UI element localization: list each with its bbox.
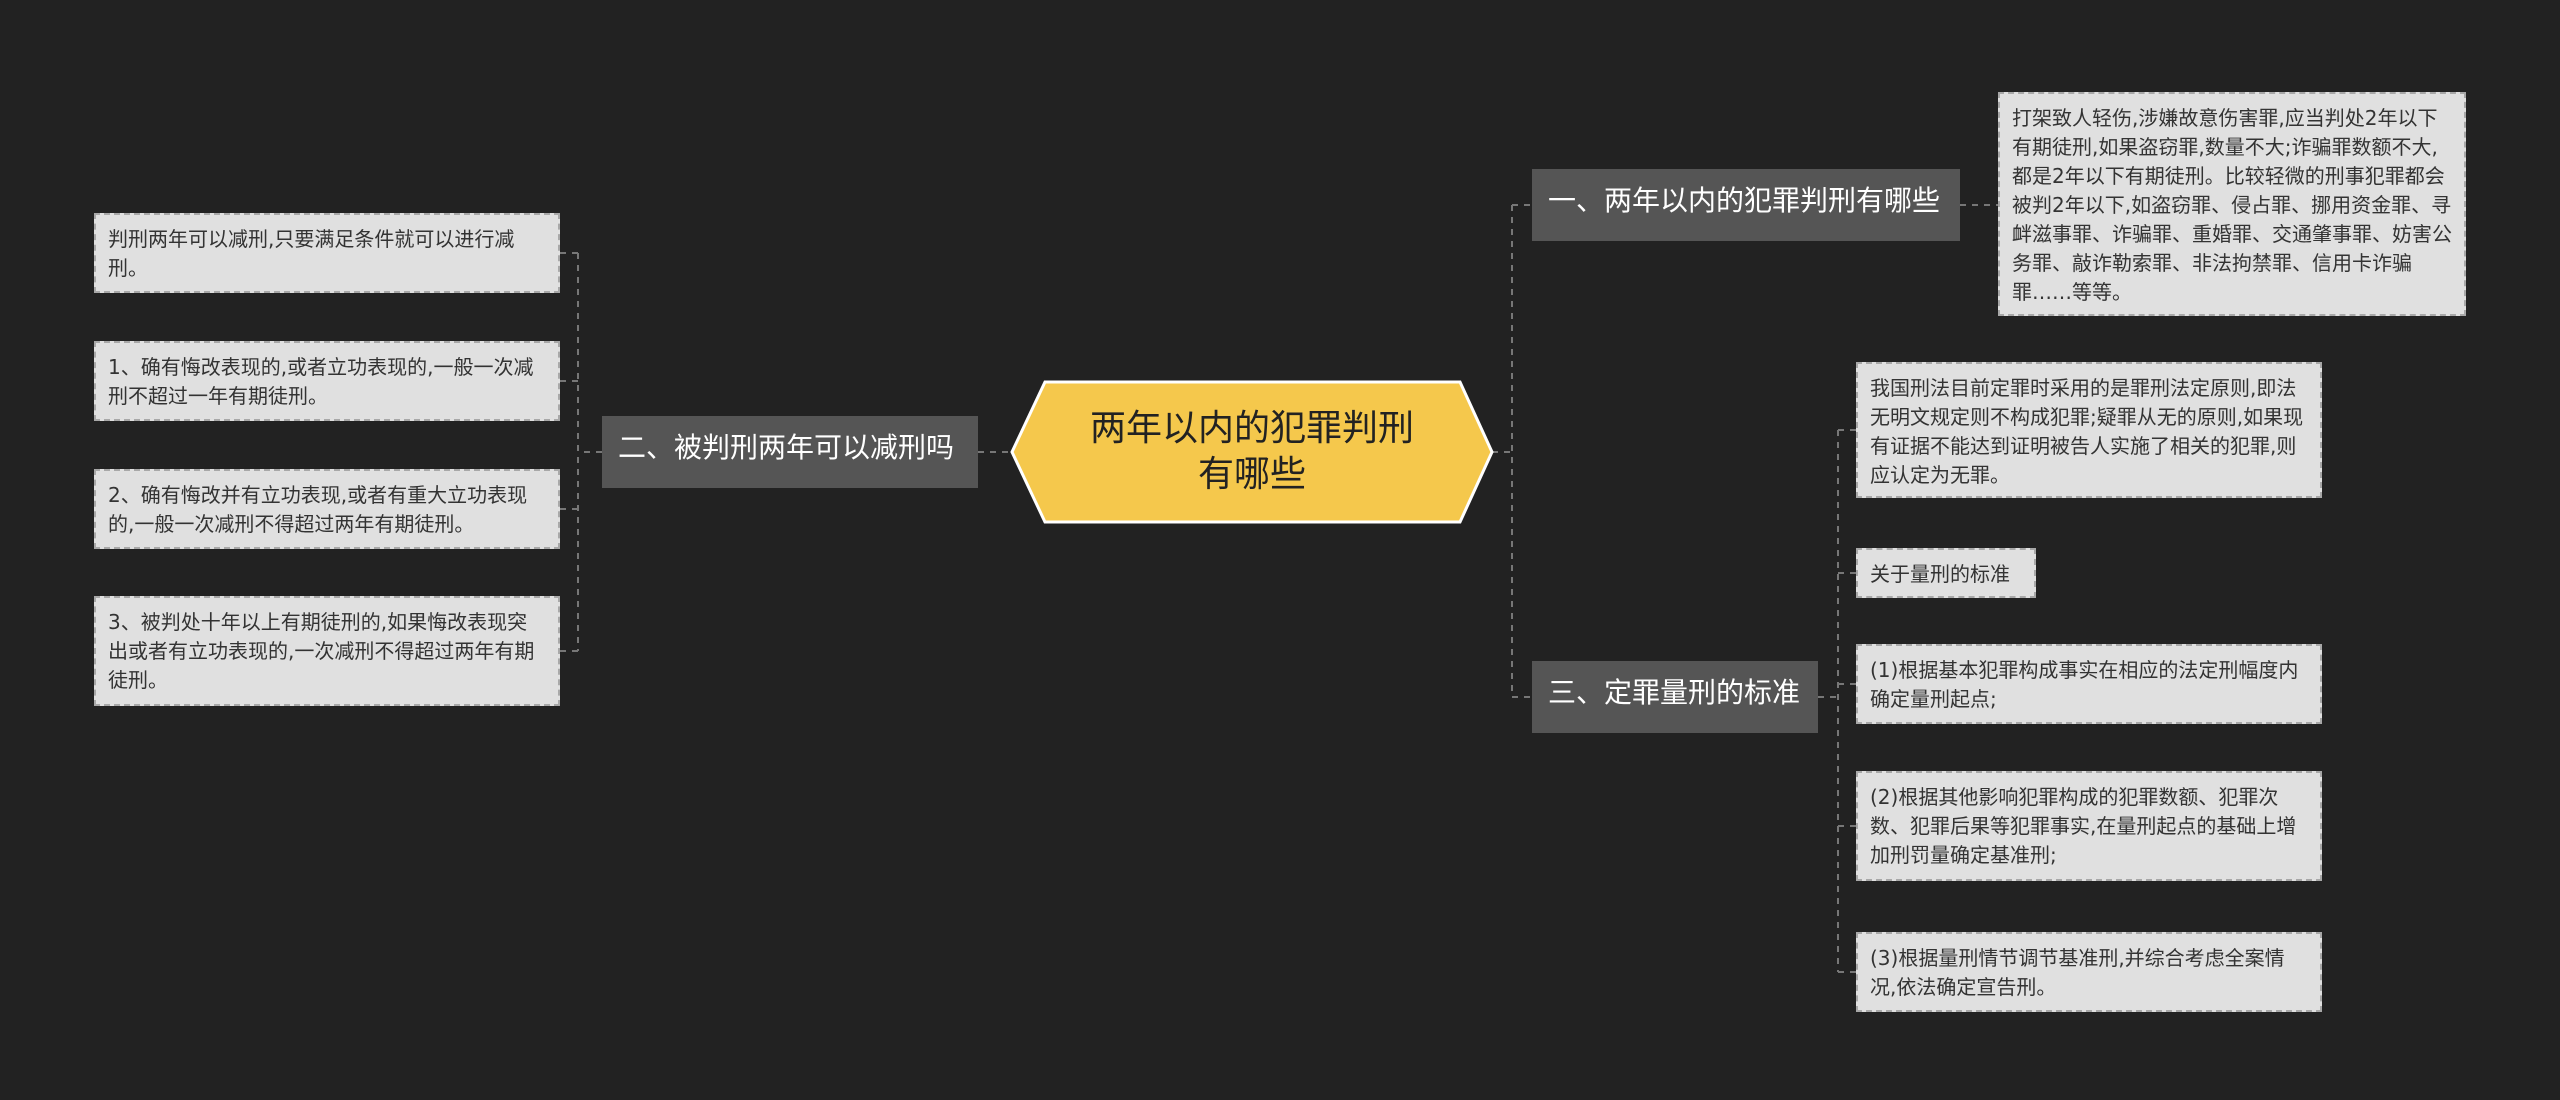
leaf-2-2-text: 1、确有悔改表现的,或者立功表现的,一般一次减刑不超过一年有期徒刑。: [108, 355, 534, 408]
branch-node-3[interactable]: 三、定罪量刑的标准: [1532, 661, 1818, 733]
center-node-label: 两年以内的犯罪判刑有哪些: [1089, 408, 1414, 495]
leaf-node-2-2[interactable]: 1、确有悔改表现的,或者立功表现的,一般一次减刑不超过一年有期徒刑。: [94, 341, 560, 421]
leaf-node-3-4[interactable]: (2)根据其他影响犯罪构成的犯罪数额、犯罪次数、犯罪后果等犯罪事实,在量刑起点的…: [1856, 771, 2322, 881]
leaf-2-3-text: 2、确有悔改并有立功表现,或者有重大立功表现的,一般一次减刑不得超过两年有期徒刑…: [108, 483, 528, 536]
center-node-shape: [1010, 380, 1494, 524]
leaf-3-3-text: (1)根据基本犯罪构成事实在相应的法定刑幅度内确定量刑起点;: [1870, 658, 2299, 711]
leaf-node-2-3[interactable]: 2、确有悔改并有立功表现,或者有重大立功表现的,一般一次减刑不得超过两年有期徒刑…: [94, 469, 560, 549]
leaf-3-4-text: (2)根据其他影响犯罪构成的犯罪数额、犯罪次数、犯罪后果等犯罪事实,在量刑起点的…: [1870, 785, 2297, 867]
branch-node-2[interactable]: 二、被判刑两年可以减刑吗: [602, 416, 978, 488]
branch-1-label: 一、两年以内的犯罪判刑有哪些: [1548, 184, 1941, 217]
center-node[interactable]: 两年以内的犯罪判刑有哪些: [1012, 382, 1492, 522]
leaf-3-1-text: 我国刑法目前定罪时采用的是罪刑法定原则,即法无明文规定则不构成犯罪;疑罪从无的原…: [1870, 376, 2304, 487]
leaf-node-3-1[interactable]: 我国刑法目前定罪时采用的是罪刑法定原则,即法无明文规定则不构成犯罪;疑罪从无的原…: [1856, 362, 2322, 498]
leaf-1-1-text: 打架致人轻伤,涉嫌故意伤害罪,应当判处2年以下有期徒刑,如果盗窃罪,数量不大;诈…: [2012, 106, 2452, 304]
leaf-node-2-1[interactable]: 判刑两年可以减刑,只要满足条件就可以进行减刑。: [94, 213, 560, 293]
leaf-node-3-5[interactable]: (3)根据量刑情节调节基准刑,并综合考虑全案情况,依法确定宣告刑。: [1856, 932, 2322, 1012]
leaf-node-1-1[interactable]: 打架致人轻伤,涉嫌故意伤害罪,应当判处2年以下有期徒刑,如果盗窃罪,数量不大;诈…: [1998, 92, 2466, 316]
leaf-node-2-4[interactable]: 3、被判处十年以上有期徒刑的,如果悔改表现突出或者有立功表现的,一次减刑不得超过…: [94, 596, 560, 706]
leaf-2-1-text: 判刑两年可以减刑,只要满足条件就可以进行减刑。: [108, 227, 515, 280]
branch-node-1[interactable]: 一、两年以内的犯罪判刑有哪些: [1532, 169, 1960, 241]
leaf-3-5-text: (3)根据量刑情节调节基准刑,并综合考虑全案情况,依法确定宣告刑。: [1870, 946, 2285, 999]
leaf-node-3-3[interactable]: (1)根据基本犯罪构成事实在相应的法定刑幅度内确定量刑起点;: [1856, 644, 2322, 724]
leaf-3-2-text: 关于量刑的标准: [1870, 562, 2010, 586]
leaf-node-3-2[interactable]: 关于量刑的标准: [1856, 548, 2036, 598]
leaf-2-4-text: 3、被判处十年以上有期徒刑的,如果悔改表现突出或者有立功表现的,一次减刑不得超过…: [108, 610, 535, 692]
branch-2-label: 二、被判刑两年可以减刑吗: [618, 431, 955, 464]
branch-3-label: 三、定罪量刑的标准: [1548, 676, 1801, 709]
